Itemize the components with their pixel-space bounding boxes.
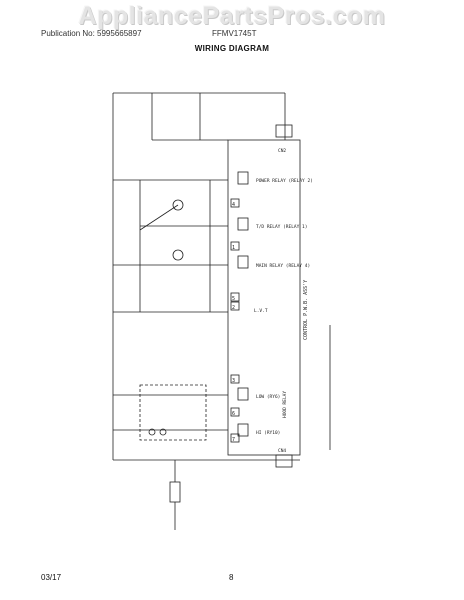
terminal-box <box>230 198 240 208</box>
hood-fan-box <box>139 384 207 441</box>
publication-number: Publication No: 5995665897 <box>41 29 142 38</box>
hood-lamp-1 <box>148 428 156 436</box>
terminal-2: 2 <box>232 305 235 311</box>
cn4-label: CN4 <box>278 448 286 454</box>
terminal-box <box>230 241 240 251</box>
page-title: WIRING DIAGRAM <box>194 44 270 53</box>
hi-relay-coil <box>237 423 249 437</box>
terminal-1: 1 <box>232 245 235 251</box>
terminal-box <box>230 301 240 311</box>
power-relay-coil <box>237 171 249 185</box>
td-relay-label: T/D RELAY (RELAY 1) <box>256 224 307 230</box>
cn2-label: CN2 <box>278 148 286 154</box>
terminal-box <box>230 374 240 384</box>
terminal-4: 4 <box>232 202 235 208</box>
motor-wire <box>139 204 179 231</box>
low-relay-coil <box>237 387 249 401</box>
noise-filter <box>169 481 181 503</box>
terminal-3: 3 <box>232 378 235 384</box>
turntable-motor <box>172 199 184 211</box>
power-relay-label: POWER RELAY (RELAY 2) <box>256 178 313 184</box>
connector-cn2-top <box>275 124 293 138</box>
low-relay-label: LOW (RY6) <box>256 394 280 400</box>
hood-relay-label: HOOD RELAY <box>282 391 288 418</box>
td-relay-coil <box>237 217 249 231</box>
lvt-label: L.V.T <box>254 308 268 314</box>
control-pwb <box>227 139 301 456</box>
connector-cn4-bottom <box>275 454 293 468</box>
terminal-box <box>230 407 240 417</box>
model-number: FFMV1745T <box>212 29 257 38</box>
main-relay-coil <box>237 255 249 269</box>
terminal-6: 6 <box>232 411 235 417</box>
terminal-box <box>230 433 240 443</box>
hood-lamp-2 <box>159 428 167 436</box>
site-watermark: AppliancePartsPros.com <box>78 2 386 30</box>
board-label: CONTROL P.W.B. ASS'Y <box>303 280 309 340</box>
terminal-5: 5 <box>232 296 235 302</box>
terminal-box <box>230 292 240 302</box>
main-relay-label: MAIN RELAY (RELAY 4) <box>256 263 310 269</box>
footer-date: 03/17 <box>41 573 62 582</box>
fan-motor <box>172 249 184 261</box>
terminal-7: 7 <box>232 437 235 443</box>
hi-relay-label: HI (RY10) <box>256 430 280 436</box>
page-number: 8 <box>229 573 234 582</box>
